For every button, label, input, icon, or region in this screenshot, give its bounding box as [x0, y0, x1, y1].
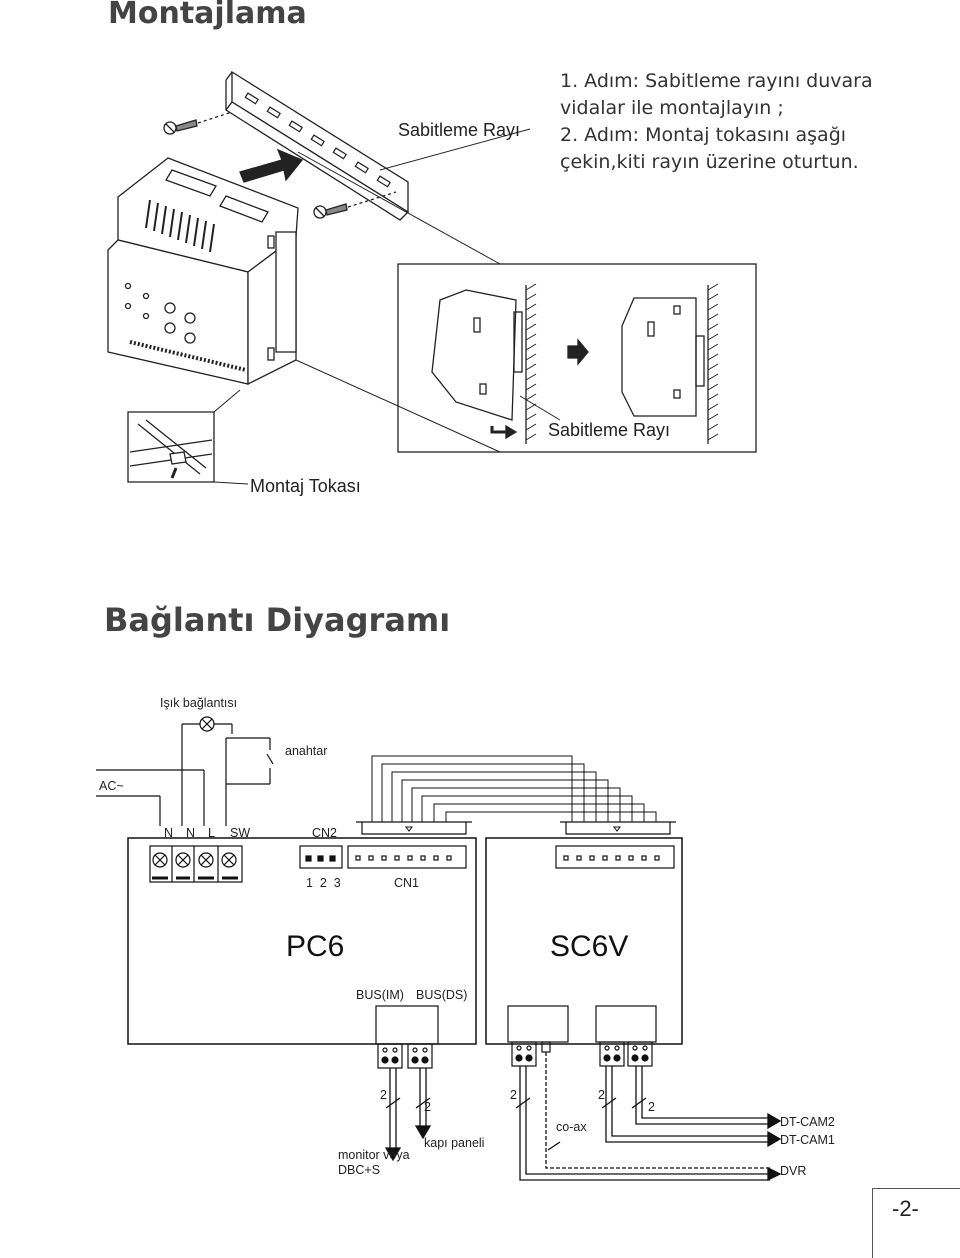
- screw-icon: [163, 111, 233, 135]
- label-door-panel: kapı paneli: [424, 1136, 485, 1150]
- wire-count: 2: [380, 1088, 387, 1102]
- terminal-label: N: [164, 826, 174, 840]
- switch-icon: [266, 738, 274, 784]
- cn2-connector: [299, 845, 343, 869]
- unit-name-sc6v: SC6V: [550, 930, 629, 963]
- label-bus-im: BUS(IM): [356, 988, 404, 1002]
- section-title-mounting: Montajlama: [108, 0, 307, 31]
- page-number-box: [872, 1188, 960, 1258]
- wire-count: 2: [424, 1100, 431, 1114]
- output-wires: [384, 1052, 782, 1182]
- arrow-down-right-icon: [490, 426, 508, 434]
- terminal-label: SW: [230, 826, 251, 840]
- ribbon-plug: [356, 821, 676, 835]
- unit-name-pc6: PC6: [286, 930, 345, 963]
- label-dvr: DVR: [780, 1164, 807, 1178]
- rail-side-illustration: [431, 283, 719, 444]
- label-rail-side: Sabitleme Rayı: [548, 420, 671, 440]
- label-switch: anahtar: [285, 744, 328, 758]
- label-dt-cam2: DT-CAM2: [780, 1115, 835, 1129]
- lamp-icon: [199, 716, 215, 732]
- clip-zoom-illustration: [127, 389, 249, 485]
- label-cn1: CN1: [394, 876, 420, 890]
- cn1-connector: [347, 845, 467, 869]
- step-1: 1. Adım: Sabitleme rayını duvara vidalar…: [560, 70, 873, 119]
- label-clip: Montaj Tokası: [250, 476, 361, 496]
- section-title-connection: Bağlantı Diyagramı: [104, 601, 451, 639]
- terminal-label: L: [208, 826, 215, 840]
- terminal-label: N: [186, 826, 196, 840]
- bus-connector-pc6: [375, 1005, 439, 1069]
- power-terminal-block: [149, 845, 243, 883]
- label-dt-cam1: DT-CAM1: [780, 1133, 835, 1147]
- device-illustration: [107, 157, 299, 386]
- bus-connector-sc6v-1: [507, 1005, 569, 1067]
- label-bus-ds: BUS(DS): [416, 988, 468, 1002]
- step-2: 2. Adım: Montaj tokasını aşağı çekin,kit…: [560, 124, 859, 173]
- label-ac: AC~: [99, 779, 124, 793]
- mounting-steps: 1. Adım: Sabitleme rayını duvara vidalar…: [560, 68, 890, 176]
- sc6v-connector: [555, 845, 675, 869]
- label-light-connection: Işık bağlantısı: [160, 696, 238, 710]
- wire-count: 2: [510, 1088, 517, 1102]
- page-number: -2-: [892, 1196, 919, 1221]
- zoom-frame: [397, 263, 757, 453]
- label-coax: co-ax: [556, 1120, 587, 1134]
- label-rail-top: Sabitleme Rayı: [398, 120, 521, 140]
- wire-count: 2: [648, 1100, 655, 1114]
- pc6-unit: [127, 837, 477, 1045]
- label-cn2: CN2: [312, 826, 338, 840]
- label-monitor-2: DBC+S: [338, 1163, 381, 1177]
- sc6v-unit: [485, 837, 683, 1045]
- screw-icon: [313, 191, 397, 219]
- arrow-right-icon: [567, 338, 589, 366]
- bus-connector-sc6v-2: [595, 1005, 657, 1067]
- arrow-icon: [239, 148, 304, 183]
- ribbon-cable: [371, 755, 657, 822]
- label-cn2-pins: 1 2 3: [306, 876, 341, 890]
- din-rail: [225, 70, 410, 221]
- label-monitor: monitor veya: [338, 1148, 410, 1162]
- wire-count: 2: [598, 1088, 605, 1102]
